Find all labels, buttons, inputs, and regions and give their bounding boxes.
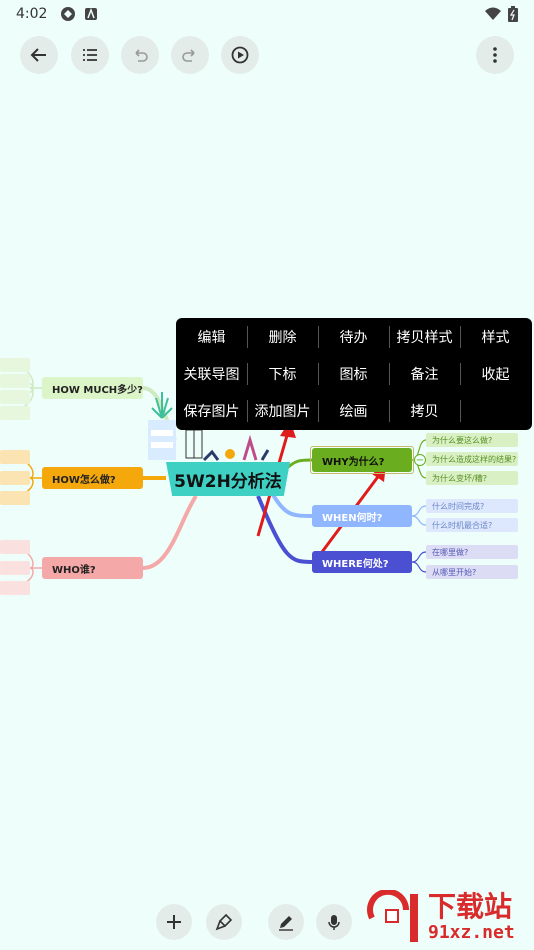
- collapse-toggle[interactable]: −: [414, 454, 426, 466]
- node-why[interactable]: WHY为什么?: [312, 448, 412, 472]
- menu-item-collapse[interactable]: 收起: [481, 367, 510, 383]
- menu-item-edit[interactable]: 编辑: [197, 330, 226, 346]
- node-how[interactable]: HOW怎么做?: [42, 467, 143, 489]
- redo-icon: [182, 49, 195, 62]
- list-item[interactable]: [0, 491, 30, 505]
- status-time: 4:02: [16, 6, 48, 22]
- list-item[interactable]: [0, 358, 30, 372]
- leaf-where-2[interactable]: 从哪里开始?: [426, 565, 518, 579]
- list-item[interactable]: [0, 374, 30, 388]
- back-button[interactable]: [20, 36, 58, 74]
- plus-icon: [167, 915, 181, 929]
- voice-button[interactable]: [316, 904, 352, 940]
- redo-button[interactable]: [171, 36, 209, 74]
- menu-item-todo[interactable]: 待办: [339, 330, 368, 346]
- list-item[interactable]: [0, 471, 30, 485]
- leaf-why-1[interactable]: 为什么要这么做?: [426, 433, 518, 447]
- list-item[interactable]: [0, 390, 30, 404]
- menu-item-copy-style[interactable]: 拷贝样式: [396, 330, 453, 346]
- central-topic[interactable]: 5W2H分析法: [166, 462, 290, 496]
- app-notification-icon: [84, 6, 98, 25]
- back-icon: [30, 48, 46, 62]
- context-menu: 编辑 删除 待办 拷贝样式 样式 关联导图 下标 图标 备注 收起 保存图片 添…: [176, 318, 532, 430]
- menu-item-link-map[interactable]: 关联导图: [183, 367, 240, 383]
- wifi-icon: [484, 6, 502, 25]
- sync-icon: [60, 6, 76, 26]
- node-how-much[interactable]: HOW MUCH多少?: [42, 377, 143, 399]
- menu-item-icon[interactable]: 图标: [339, 367, 368, 383]
- add-topic-button[interactable]: [156, 904, 192, 940]
- pen-icon: [279, 916, 293, 931]
- edit-button[interactable]: [268, 904, 304, 940]
- list-item[interactable]: [0, 561, 30, 575]
- watermark-text: 下载站: [428, 890, 513, 923]
- format-brush-button[interactable]: [206, 904, 242, 940]
- node-when[interactable]: WHEN何时?: [312, 505, 412, 527]
- battery-icon: [508, 6, 518, 26]
- plant-illustration: [146, 388, 178, 462]
- node-who[interactable]: WHO谁?: [42, 557, 143, 579]
- menu-item-style[interactable]: 样式: [481, 330, 510, 346]
- watermark-logo: [366, 888, 426, 950]
- menu-item-save-image[interactable]: 保存图片: [183, 404, 240, 420]
- leaf-when-2[interactable]: 什么时机最合适?: [426, 518, 518, 532]
- node-where[interactable]: WHERE何处?: [312, 551, 412, 573]
- people-illustration: [184, 429, 284, 464]
- status-bar: 4:02: [0, 0, 534, 28]
- brush-icon: [215, 913, 233, 931]
- selection-outline: [310, 446, 414, 474]
- menu-item-delete[interactable]: 删除: [268, 330, 297, 346]
- menu-item-draw[interactable]: 绘画: [339, 404, 368, 420]
- leaf-why-2[interactable]: 为什么造成这样的结果?: [426, 452, 518, 466]
- list-item[interactable]: [0, 581, 30, 595]
- outline-button[interactable]: [71, 36, 109, 74]
- list-item[interactable]: [0, 450, 30, 464]
- more-vertical-icon: [493, 47, 497, 63]
- presentation-button[interactable]: [221, 36, 259, 74]
- leaf-when-1[interactable]: 什么时间完成?: [426, 499, 518, 513]
- leaf-why-3[interactable]: 为什么变坏/糟?: [426, 471, 518, 485]
- undo-button[interactable]: [121, 36, 159, 74]
- menu-item-add-image[interactable]: 添加图片: [254, 404, 311, 420]
- watermark-url: 91xz.net: [428, 922, 515, 943]
- list-icon: [83, 49, 97, 61]
- menu-item-subscript[interactable]: 下标: [268, 367, 297, 383]
- leaf-where-1[interactable]: 在哪里做?: [426, 545, 518, 559]
- menu-item-note[interactable]: 备注: [410, 367, 439, 383]
- menu-item-copy[interactable]: 拷贝: [410, 404, 439, 420]
- list-item[interactable]: [0, 540, 30, 554]
- play-icon: [231, 46, 249, 64]
- undo-icon: [135, 49, 148, 62]
- more-button[interactable]: [476, 36, 514, 74]
- list-item[interactable]: [0, 406, 30, 420]
- microphone-icon: [328, 915, 340, 930]
